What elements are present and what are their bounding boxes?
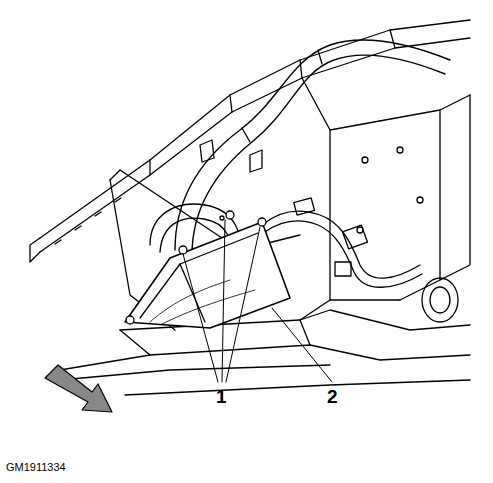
callout-number: 1 xyxy=(216,387,227,406)
callout-number: 2 xyxy=(327,387,338,406)
figure-code: GM1911334 xyxy=(6,462,66,473)
